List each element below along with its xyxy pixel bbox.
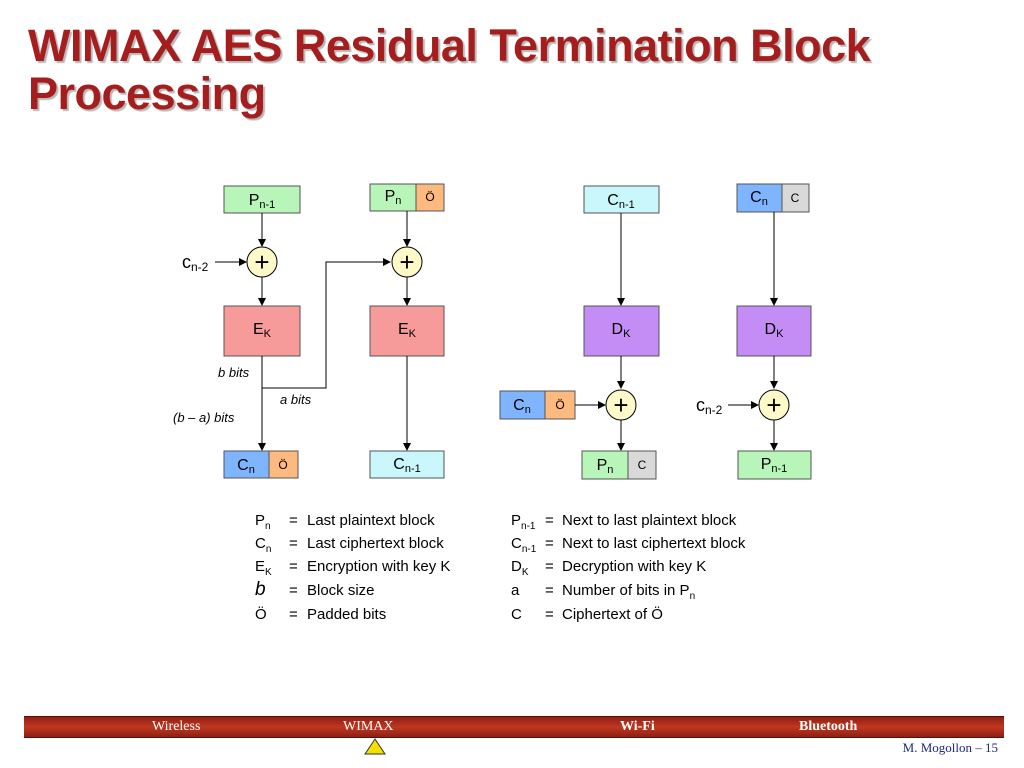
pad-bits-box-top: Ö (415, 183, 445, 212)
footer-item-bluetooth[interactable]: Bluetooth (799, 719, 858, 734)
pn1-output-box: Pn-1 (737, 450, 812, 480)
svg-text:C: C (638, 458, 647, 472)
xor-enc-left: + (246, 246, 278, 278)
svg-text:EK: EK (253, 321, 272, 340)
svg-text:Cn: Cn (237, 457, 255, 476)
svg-text:+: + (613, 390, 628, 420)
c-box-top: C (781, 183, 810, 213)
aes-residual-block-diagram: Pn-1 Pn Ö cn-2 + + (173, 183, 812, 480)
ek-box-right: EK (369, 305, 445, 357)
a-bits-feedback-line (262, 258, 391, 389)
ek-box-left: EK (223, 305, 301, 357)
footer-item-wifi[interactable]: Wi-Fi (620, 719, 655, 734)
encryption-side: Pn-1 Pn Ö cn-2 + + (173, 183, 445, 479)
svg-text:Cn-1: Cn-1 (393, 456, 420, 475)
cn-output-box: Cn (223, 450, 270, 479)
cn-input-box: Cn (736, 183, 783, 213)
footer-item-wireless[interactable]: Wireless (152, 719, 201, 734)
svg-text:DK: DK (612, 321, 632, 340)
a-bits-label: a bits (280, 392, 312, 407)
xor-dec-right: + (758, 389, 790, 421)
svg-text:Cn: Cn (750, 189, 768, 208)
xor-enc-right: + (391, 246, 423, 278)
dk-box-right: DK (736, 305, 812, 357)
svg-text:+: + (399, 247, 414, 277)
cn2-label-enc: cn-2 (182, 252, 209, 274)
svg-text:Ö: Ö (555, 398, 564, 412)
svg-text:Pn: Pn (597, 457, 614, 476)
decryption-side: Cn-1 Cn C DK DK Cn Ö (499, 183, 812, 480)
b-minus-a-bits-label: (b – a) bits (173, 410, 235, 425)
c-box-output: C (627, 450, 657, 480)
svg-text:Ö: Ö (278, 458, 287, 472)
pad-bits-box-output: Ö (268, 450, 299, 479)
cn2-label-dec: cn-2 (696, 395, 723, 417)
footer-item-wimax[interactable]: WIMAX (343, 719, 394, 734)
svg-text:C: C (791, 191, 800, 205)
svg-text:+: + (766, 390, 781, 420)
svg-text:Pn-1: Pn-1 (249, 192, 276, 211)
pn1-box: Pn-1 (223, 185, 301, 214)
cn-side-input-box: Cn (499, 390, 546, 420)
xor-dec-left: + (605, 389, 637, 421)
pn-output-box: Pn (581, 450, 629, 480)
pn-box: Pn (369, 183, 417, 212)
svg-text:Pn-1: Pn-1 (761, 456, 788, 475)
page-number: M. Mogollon – 15 (902, 740, 998, 755)
pad-bits-box-decrypt: Ö (544, 390, 576, 420)
b-bits-label: b bits (218, 365, 250, 380)
footer-nav-bar: Wireless WIMAX Wi-Fi Bluetooth (24, 716, 1004, 738)
svg-text:EK: EK (398, 321, 417, 340)
svg-text:Ö: Ö (425, 190, 434, 204)
dk-box-left: DK (583, 305, 660, 357)
svg-text:DK: DK (765, 321, 785, 340)
svg-text:+: + (254, 247, 269, 277)
svg-text:Cn-1: Cn-1 (607, 192, 634, 211)
svg-text:Pn: Pn (385, 188, 402, 207)
svg-text:Cn: Cn (513, 397, 531, 416)
cn1-output-box: Cn-1 (369, 450, 445, 479)
page-title: WIMAX AES Residual Termination Block Pro… (28, 20, 871, 119)
cn1-input-box: Cn-1 (583, 185, 660, 214)
current-section-marker-icon (364, 738, 386, 755)
